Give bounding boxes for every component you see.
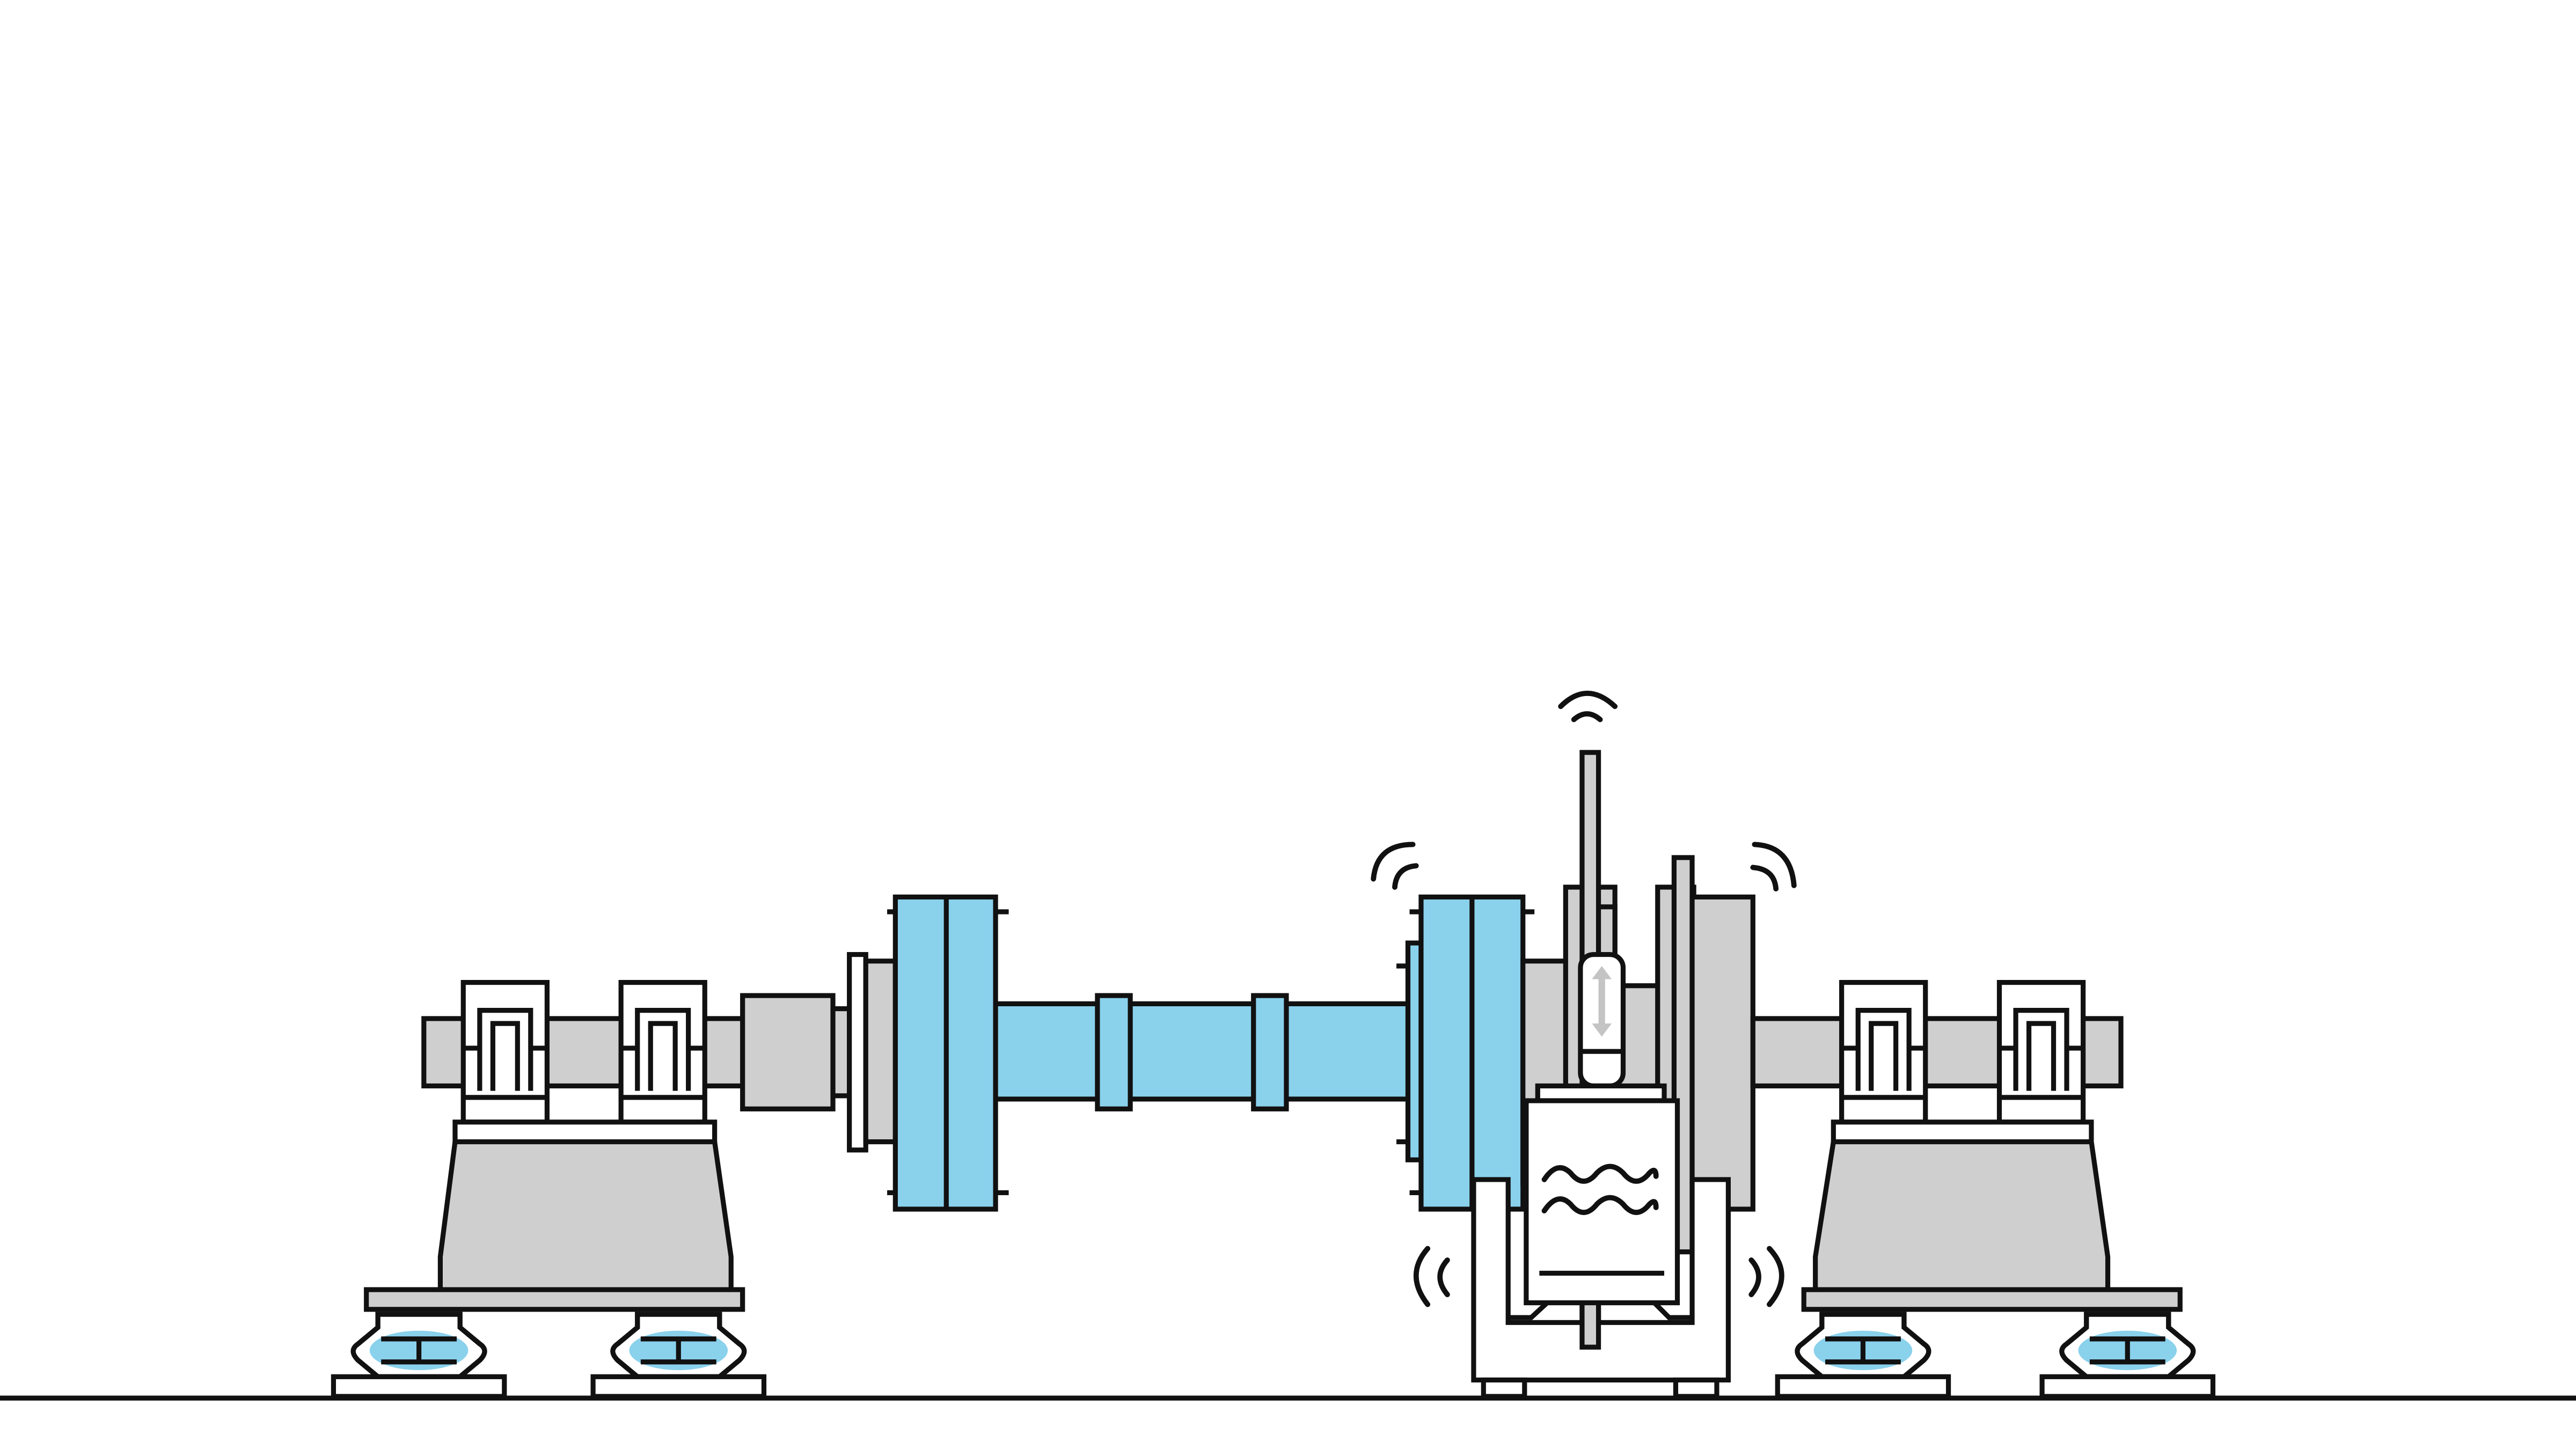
- vibration-signal-icons: [1371, 690, 1797, 1307]
- left-bearing-2: [621, 983, 705, 1122]
- left-flange-body: [863, 958, 898, 1145]
- right-vibration-mount-2: [2062, 1314, 2193, 1377]
- right-bearing-2: [2000, 983, 2083, 1122]
- right-pedestal: [1813, 1139, 2111, 1292]
- left-pedestal: [437, 1139, 734, 1292]
- signal-arc-icon: [1413, 1246, 1431, 1307]
- signal-arc-icon: [1752, 841, 1797, 888]
- drive-shaft-assembly: [740, 894, 1535, 1212]
- right-vibration-mount-1: [1797, 1314, 1929, 1377]
- left-foot-plate-1: [331, 1374, 507, 1399]
- up-down-arrow-icon: [1592, 966, 1612, 1037]
- left-pedestal-top: [452, 1119, 718, 1145]
- right-foot-plate-1: [1775, 1374, 1951, 1399]
- signal-arc-icon: [1750, 865, 1779, 892]
- wave-icon: [1541, 1195, 1659, 1215]
- left-base-plate: [364, 1287, 745, 1312]
- signal-arc-icon: [1571, 711, 1603, 722]
- right-machine: [1775, 983, 2216, 1399]
- coupling-hub: [740, 993, 836, 1111]
- wave-icon: [1541, 1163, 1659, 1184]
- shaft-collar-1: [1095, 993, 1133, 1111]
- motor-body: [1689, 894, 1755, 1212]
- left-vibration-mount-1: [353, 1314, 485, 1377]
- right-foot-plate-2: [2039, 1374, 2216, 1399]
- signal-arc-icon: [1558, 690, 1618, 709]
- sensor-bracket: [1471, 1177, 1731, 1383]
- signal-arc-icon: [1392, 863, 1419, 890]
- left-foot-plate-2: [590, 1374, 767, 1399]
- right-pedestal-top: [1831, 1119, 2094, 1145]
- shaft-collar-2: [1251, 993, 1289, 1111]
- right-bearing-1: [1842, 983, 1926, 1122]
- intermediate-shaft: [993, 1001, 1413, 1102]
- left-bearing-1: [463, 983, 547, 1122]
- signal-arc-icon: [1748, 1257, 1761, 1298]
- signal-arc-icon: [1767, 1246, 1784, 1307]
- signal-arc-icon: [1371, 841, 1416, 882]
- right-base-plate: [1801, 1287, 2183, 1312]
- motor-housing: [1471, 750, 2124, 1399]
- left-vibration-mount-2: [613, 1314, 744, 1377]
- signal-arc-icon: [1437, 1257, 1450, 1298]
- left-machine: [331, 983, 767, 1399]
